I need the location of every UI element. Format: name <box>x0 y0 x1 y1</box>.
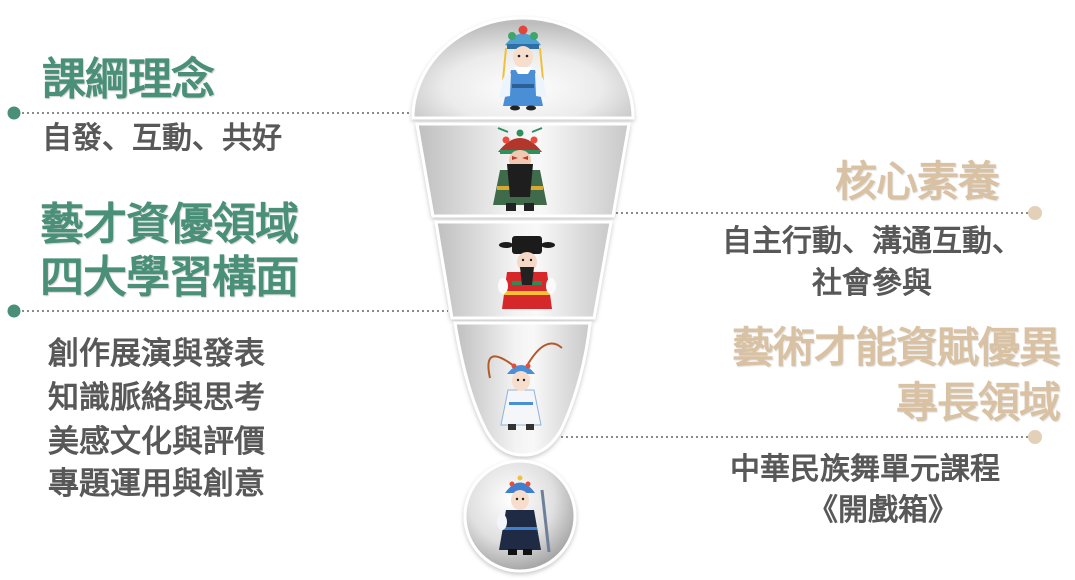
dimension-item: 美感文化與評價 <box>48 424 265 460</box>
opera-official-red-robe-icon <box>498 236 556 309</box>
opera-dan-blue-robe-icon <box>499 25 547 111</box>
curriculum-philosophy-subtitle: 自發、互動、共好 <box>42 121 282 156</box>
gifted-domain-title-line-2: 四大學習構面 <box>40 252 299 303</box>
dimension-item: 創作展演與發表 <box>48 336 265 372</box>
gifted-domain-title-line-1: 藝才資優領域 <box>40 199 299 250</box>
specialty-title-line-2: 專長領域 <box>896 378 1061 427</box>
curriculum-philosophy-title: 課綱理念 <box>42 54 215 105</box>
connector-dot-gifted-domain <box>7 304 21 318</box>
specialty-course-name: 中華民族舞單元課程 <box>730 452 1000 487</box>
core-competency-title: 核心素養 <box>835 157 1000 206</box>
connector-dot-core-competency <box>1028 206 1042 220</box>
connector-dot-specialty <box>1028 430 1042 444</box>
connector-dot-curriculum <box>7 106 21 120</box>
core-competency-line-1: 自主行動、溝通互動、 <box>722 224 1022 259</box>
opera-swordsman-blue-icon <box>497 475 551 555</box>
specialty-course-title: 《開戲箱》 <box>808 493 958 528</box>
specialty-title-line-1: 藝術才能資賦優異 <box>732 323 1061 372</box>
core-competency-line-2: 社會參與 <box>812 266 932 301</box>
opera-jing-bearded-general-icon <box>493 127 547 211</box>
dimension-item: 知識脈絡與思考 <box>48 380 265 416</box>
dimension-item: 專題運用與創意 <box>48 466 265 502</box>
opera-pheasant-feather-warrior-icon <box>487 342 563 430</box>
